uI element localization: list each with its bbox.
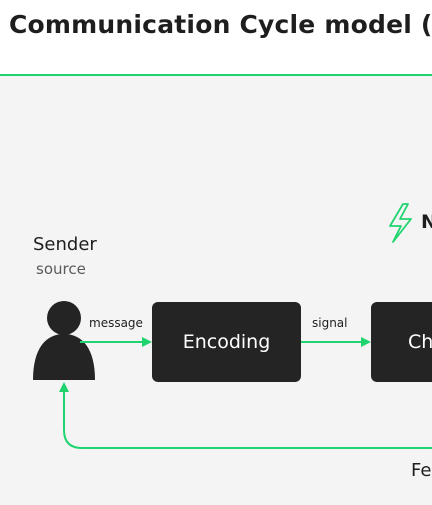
encoding-label: Encoding	[182, 331, 271, 353]
header: Communication Cycle model (S	[0, 0, 432, 76]
encoding-node: Encoding	[152, 302, 301, 382]
channel-label: Ch	[408, 331, 432, 353]
sender-subtitle: source	[36, 260, 86, 278]
signal-label: signal	[312, 316, 348, 330]
noise-label: N	[421, 211, 432, 233]
sender-name: Sender	[33, 234, 97, 255]
lightning-bolt-icon	[389, 203, 412, 243]
message-label: message	[89, 316, 143, 330]
channel-node: Ch	[371, 302, 432, 382]
feedback-label: Fe	[411, 460, 432, 481]
feedback-arrow	[59, 382, 432, 449]
person-icon	[33, 301, 95, 380]
page-title: Communication Cycle model (S	[9, 10, 432, 39]
